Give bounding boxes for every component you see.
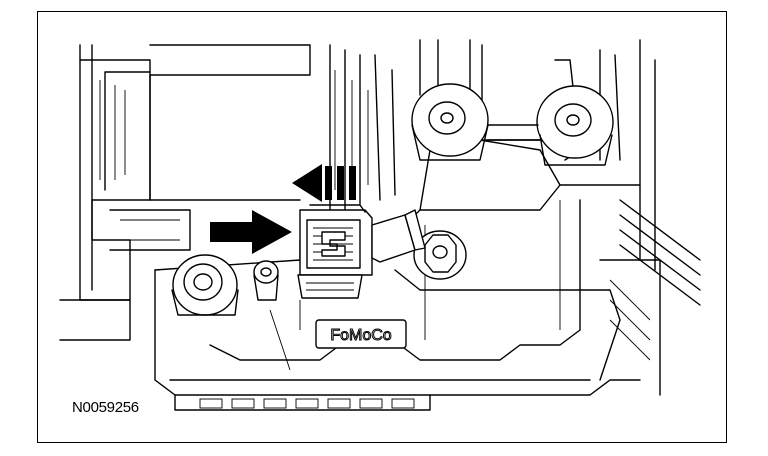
lower-right-fastener <box>413 230 467 280</box>
electrical-connector <box>297 204 426 299</box>
boss-link-rib <box>487 124 541 141</box>
insert-arrow-icon <box>210 210 292 254</box>
small-pin-boss <box>253 260 279 301</box>
upper-right-boss <box>536 85 614 166</box>
fomoco-label: FoMoCo <box>330 327 391 344</box>
figure-reference-number: N0059256 <box>70 399 141 416</box>
upper-left-boss <box>411 83 489 161</box>
slide-out-arrow-icon <box>292 164 356 202</box>
lower-left-boss <box>171 254 239 316</box>
fomoco-marking: FoMoCo <box>315 319 407 349</box>
bottom-vent-slots <box>174 394 431 411</box>
left-background-bracket <box>59 44 191 341</box>
top-background-ribs <box>149 39 483 211</box>
